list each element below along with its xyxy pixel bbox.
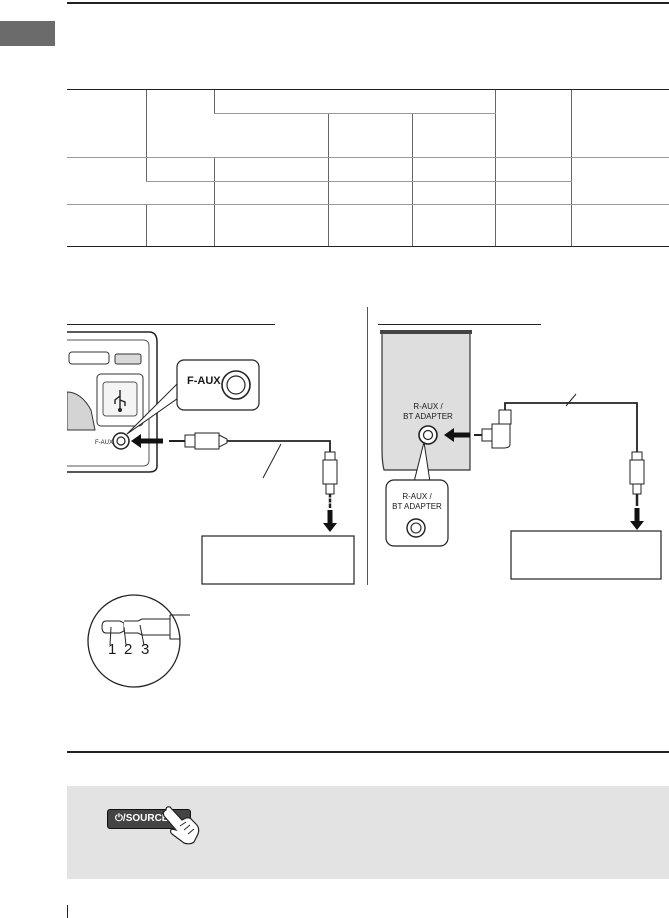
plug-number-2: 2 (124, 641, 133, 658)
rear-aux-diagram (380, 330, 662, 580)
table-row (67, 204, 669, 247)
external-device-box (201, 535, 355, 585)
table-cell (570, 204, 669, 247)
spec-table (67, 89, 669, 247)
raux-callout-line2: BT ADAPTER (392, 502, 442, 511)
table-row (67, 157, 669, 205)
table-cell (213, 157, 328, 182)
plug-number-1: 1 (108, 641, 117, 658)
page-footer-mark (67, 905, 68, 918)
pointing-hand-icon (162, 806, 200, 845)
plug-number-3: 3 (141, 641, 150, 658)
table-cell (570, 89, 669, 158)
arrow-icon (444, 428, 470, 442)
table-cell (146, 181, 214, 205)
table-cell (570, 157, 669, 205)
table-cell (145, 204, 214, 247)
table-cell (213, 89, 496, 114)
instruction-panel (67, 786, 669, 879)
section-rule (67, 751, 669, 753)
table-cell (411, 157, 496, 182)
table-row (67, 181, 669, 205)
source-button-label: ⏻/SOURCE (115, 813, 169, 824)
table-cell (213, 204, 328, 247)
table-cell (145, 89, 214, 158)
raux-callout-label: R-AUX / BT ADAPTER (386, 492, 448, 512)
table-cell (494, 181, 572, 205)
external-device-box (510, 530, 662, 580)
table-row (67, 113, 669, 158)
table-cell (327, 181, 412, 205)
table-cell (145, 157, 214, 182)
raux-jack-label: R-AUX / BT ADAPTER (395, 402, 461, 422)
table-cell (494, 89, 572, 158)
table-row (67, 89, 669, 158)
table-cell (327, 157, 412, 182)
arrow-icon (131, 434, 163, 448)
plug-detail-diagram (87, 594, 190, 688)
table-cell (411, 113, 496, 158)
table-cell (67, 89, 146, 158)
table-cell (411, 204, 496, 247)
front-caption-line (67, 324, 275, 325)
table-cell (411, 181, 496, 205)
front-aux-diagram: F-AUX (67, 331, 355, 585)
table-cell (494, 157, 572, 182)
top-rule (67, 2, 669, 4)
table-cell (327, 204, 412, 247)
faux-callout-label: F-AUX (187, 375, 221, 387)
table-cell (67, 204, 146, 247)
diagram-divider (367, 307, 368, 585)
raux-callout-line1: R-AUX / (402, 492, 432, 501)
raux-label-line1: R-AUX / (413, 402, 443, 411)
table-cell (494, 204, 572, 247)
table-cell (67, 157, 146, 205)
table-cell (214, 113, 328, 158)
table-cell (327, 113, 412, 158)
front-jack-label: F-AUX (95, 440, 113, 446)
raux-label-line2: BT ADAPTER (403, 412, 453, 421)
table-cell (213, 181, 328, 205)
usb-icon (114, 390, 126, 412)
language-tab (0, 21, 55, 46)
rear-caption-line (378, 324, 541, 325)
